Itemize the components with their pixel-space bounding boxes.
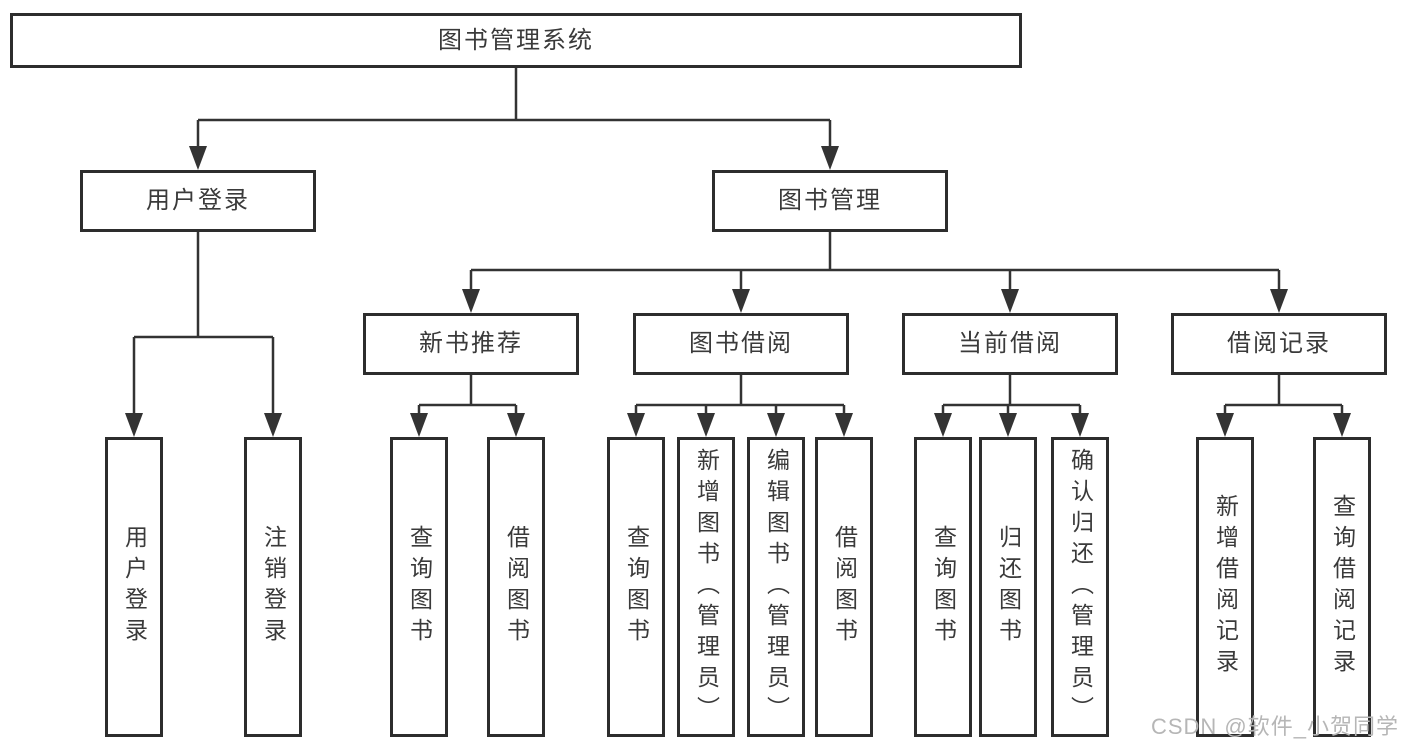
leaf-br-add-record-label: 新增借阅记录 bbox=[1212, 494, 1239, 680]
leaf-bb-query-book-label: 查询图书 bbox=[623, 525, 650, 649]
csdn-watermark: CSDN @软件_小贺同学 bbox=[1150, 714, 1399, 739]
leaf-bb-edit-book: 编辑图书（管理员） bbox=[747, 437, 805, 737]
leaf-cb-query-book: 查询图书 bbox=[914, 437, 972, 737]
node-current-borrow-label: 当前借阅 bbox=[958, 330, 1062, 357]
leaf-bb-add-book-label: 新增图书（管理员） bbox=[693, 447, 720, 727]
node-user-login-label: 用户登录 bbox=[146, 187, 250, 214]
leaf-user-login: 用户登录 bbox=[105, 437, 163, 737]
node-root-label: 图书管理系统 bbox=[438, 26, 594, 54]
node-book-mgmt: 图书管理 bbox=[712, 170, 948, 232]
leaf-br-query-record: 查询借阅记录 bbox=[1313, 437, 1371, 737]
leaf-rec-query-book-label: 查询图书 bbox=[406, 525, 433, 649]
node-borrow-record-label: 借阅记录 bbox=[1227, 330, 1331, 357]
connector-book-borrow-children bbox=[627, 375, 853, 437]
connector-borrow-record-children bbox=[1216, 375, 1351, 437]
node-new-book-rec-label: 新书推荐 bbox=[419, 330, 523, 357]
leaf-logout-label: 注销登录 bbox=[260, 525, 287, 649]
leaf-bb-query-book: 查询图书 bbox=[607, 437, 665, 737]
node-new-book-rec: 新书推荐 bbox=[363, 313, 579, 375]
leaf-cb-return-book: 归还图书 bbox=[979, 437, 1037, 737]
node-book-mgmt-label: 图书管理 bbox=[778, 187, 882, 214]
leaf-br-add-record: 新增借阅记录 bbox=[1196, 437, 1254, 737]
leaf-logout: 注销登录 bbox=[244, 437, 302, 737]
connector-user-login-children bbox=[125, 232, 282, 437]
leaf-user-login-label: 用户登录 bbox=[121, 525, 148, 649]
node-current-borrow: 当前借阅 bbox=[902, 313, 1118, 375]
node-root: 图书管理系统 bbox=[10, 13, 1022, 68]
node-user-login: 用户登录 bbox=[80, 170, 316, 232]
leaf-rec-query-book: 查询图书 bbox=[390, 437, 448, 737]
leaf-cb-confirm-return: 确认归还（管理员） bbox=[1051, 437, 1109, 737]
connector-root-to-level2 bbox=[189, 68, 839, 170]
leaf-rec-borrow-book: 借阅图书 bbox=[487, 437, 545, 737]
leaf-rec-borrow-book-label: 借阅图书 bbox=[503, 525, 530, 649]
node-book-borrow-label: 图书借阅 bbox=[689, 330, 793, 357]
leaf-bb-borrow-book: 借阅图书 bbox=[815, 437, 873, 737]
leaf-cb-return-book-label: 归还图书 bbox=[995, 525, 1022, 649]
node-book-borrow: 图书借阅 bbox=[633, 313, 849, 375]
leaf-bb-borrow-book-label: 借阅图书 bbox=[831, 525, 858, 649]
node-borrow-record: 借阅记录 bbox=[1171, 313, 1387, 375]
connector-new-book-rec-children bbox=[410, 375, 525, 437]
leaf-cb-confirm-return-label: 确认归还（管理员） bbox=[1067, 447, 1094, 727]
leaf-cb-query-book-label: 查询图书 bbox=[930, 525, 957, 649]
leaf-bb-edit-book-label: 编辑图书（管理员） bbox=[763, 447, 790, 727]
leaf-br-query-record-label: 查询借阅记录 bbox=[1329, 494, 1356, 680]
connector-book-mgmt-children bbox=[462, 232, 1288, 313]
connector-current-borrow-children bbox=[934, 375, 1089, 437]
leaf-bb-add-book: 新增图书（管理员） bbox=[677, 437, 735, 737]
